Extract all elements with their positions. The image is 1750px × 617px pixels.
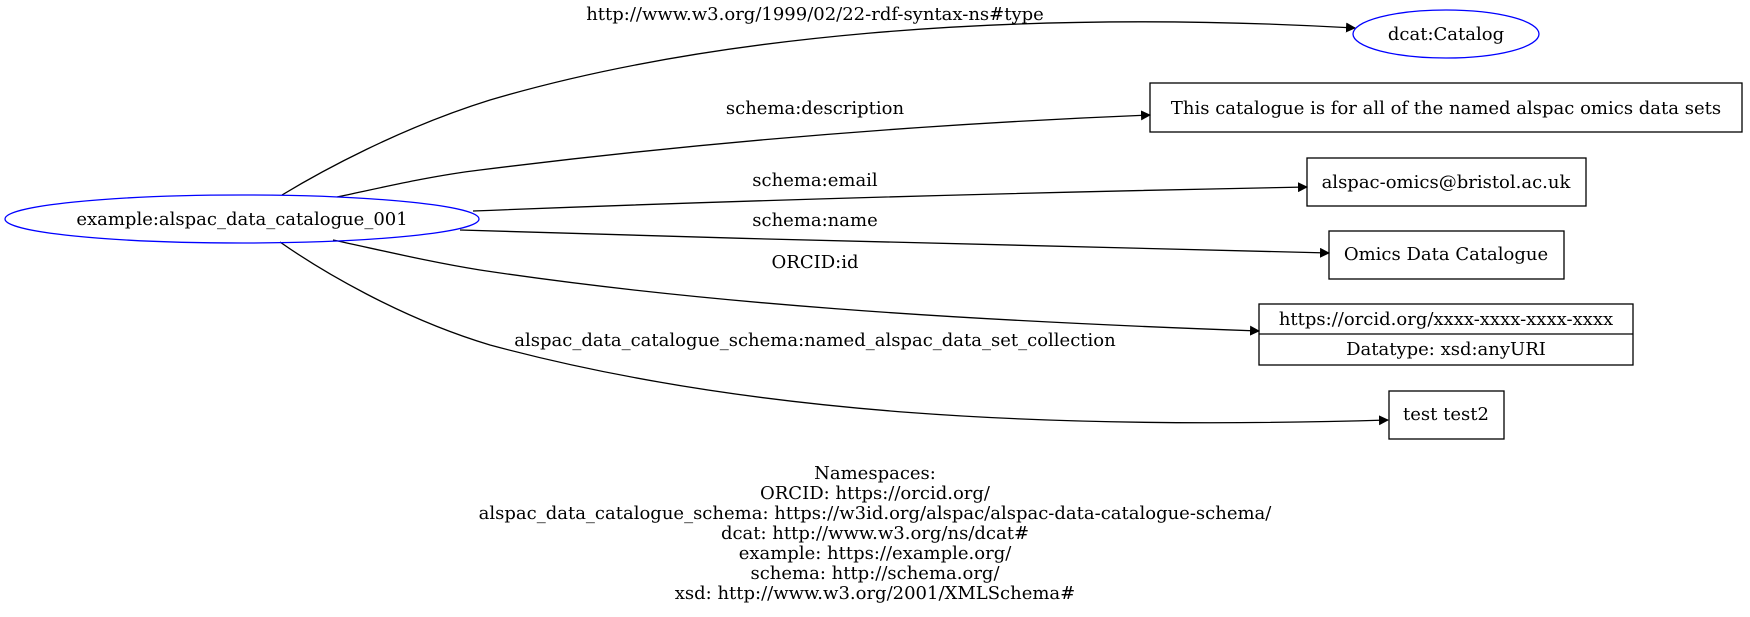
namespace-entry: dcat: http://www.w3.org/ns/dcat#	[720, 523, 1030, 544]
edge-label: schema:description	[726, 98, 905, 119]
node-description-literal: This catalogue is for all of the named a…	[1149, 82, 1743, 133]
edge-line	[281, 21, 1356, 196]
edge-label: http://www.w3.org/1999/02/22-rdf-syntax-…	[586, 4, 1044, 25]
node-dcat-catalog: dcat:Catalog	[1352, 9, 1540, 59]
namespaces-title: Namespaces:	[814, 463, 936, 484]
edge-label: ORCID:id	[772, 252, 859, 273]
namespace-entry: example: https://example.org/	[738, 543, 1012, 564]
node-collection-literal: test test2	[1388, 390, 1505, 440]
subject-node-label: example:alspac_data_catalogue_001	[76, 209, 407, 230]
namespace-entry: ORCID: https://orcid.org/	[760, 483, 990, 504]
edge-label: alspac_data_catalogue_schema:named_alspa…	[514, 330, 1116, 351]
node-name-literal: Omics Data Catalogue	[1328, 230, 1565, 280]
node-label: https://orcid.org/xxxx-xxxx-xxxx-xxxx	[1279, 309, 1613, 330]
namespaces-legend: Namespaces: ORCID: https://orcid.org/ al…	[0, 464, 1750, 604]
edge-line	[459, 229, 1330, 258]
edge-line	[332, 239, 1260, 336]
edge-orcid-id: ORCID:id	[332, 239, 1260, 336]
node-label: test test2	[1403, 404, 1489, 425]
node-orcid-literal: https://orcid.org/xxxx-xxxx-xxxx-xxxx Da…	[1258, 303, 1634, 366]
namespace-entry: xsd: http://www.w3.org/2001/XMLSchema#	[674, 583, 1076, 604]
node-label: alspac-omics@bristol.ac.uk	[1322, 172, 1572, 193]
subject-node: example:alspac_data_catalogue_001	[4, 194, 480, 244]
node-label: dcat:Catalog	[1388, 24, 1504, 45]
node-label: This catalogue is for all of the named a…	[1171, 98, 1721, 119]
edge-data-set-collection: alspac_data_catalogue_schema:named_alspa…	[279, 241, 1389, 426]
edge-type: http://www.w3.org/1999/02/22-rdf-syntax-…	[281, 4, 1356, 196]
edge-line	[472, 182, 1308, 212]
edge-line	[279, 241, 1389, 426]
edge-label: schema:name	[752, 210, 877, 231]
edge-line	[336, 110, 1151, 198]
node-datatype-label: Datatype: xsd:anyURI	[1346, 339, 1546, 360]
edge-label: schema:email	[752, 170, 878, 191]
namespace-entry: schema: http://schema.org/	[750, 563, 1000, 584]
node-email-literal: alspac-omics@bristol.ac.uk	[1306, 157, 1587, 207]
namespace-entry: alspac_data_catalogue_schema: https://w3…	[478, 503, 1272, 524]
edge-email: schema:email	[472, 170, 1308, 212]
node-label: Omics Data Catalogue	[1344, 244, 1548, 265]
edge-name: schema:name	[459, 210, 1330, 258]
edge-description: schema:description	[336, 98, 1151, 198]
